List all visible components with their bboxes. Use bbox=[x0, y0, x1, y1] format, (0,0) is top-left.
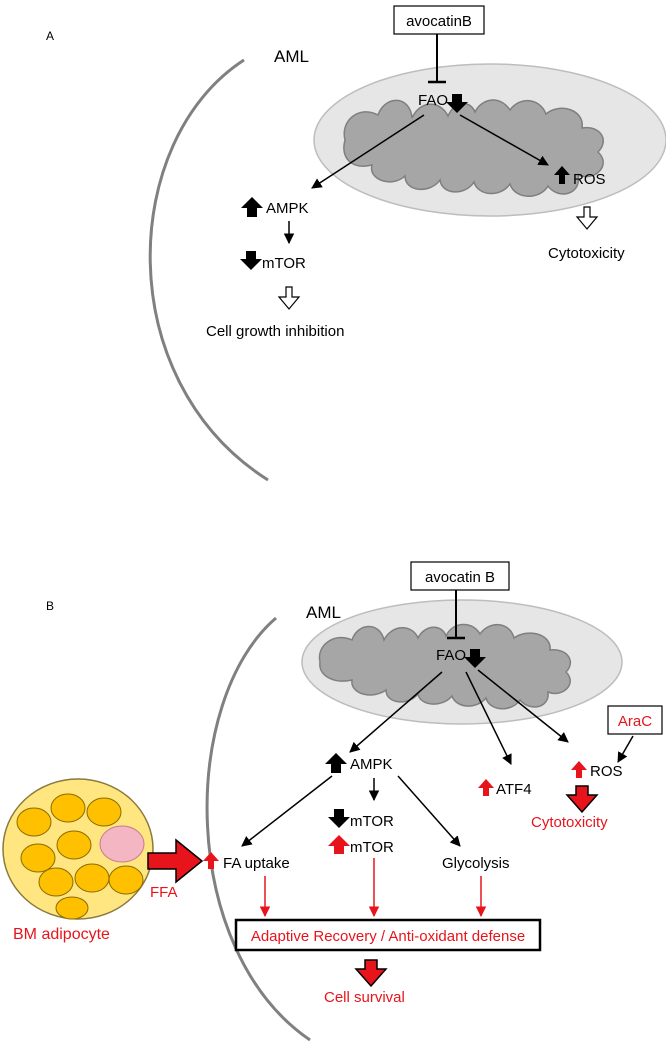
cytotoxicity-label: Cytotoxicity bbox=[531, 814, 608, 831]
mtor-hollow-arrow-icon bbox=[277, 286, 301, 310]
ampk-to-fa-uptake-arrow bbox=[241, 775, 333, 847]
mtor-down-arrow-icon bbox=[328, 809, 350, 828]
ampk-label: AMPK bbox=[266, 200, 309, 217]
fao-to-atf4-arrow bbox=[465, 671, 512, 765]
ffa-label: FFA bbox=[150, 884, 178, 901]
aml-cell-label: AML bbox=[306, 603, 341, 622]
fao-down-arrow-icon bbox=[464, 649, 486, 668]
arac-to-ros-arrow bbox=[617, 735, 634, 763]
atf4-up-arrow-icon bbox=[478, 779, 494, 796]
aml-cell-membrane bbox=[148, 58, 269, 482]
avocatinb-label: avocatinB bbox=[406, 13, 472, 30]
fao-label: FAO bbox=[418, 92, 448, 109]
adaptive-recovery-label: Adaptive Recovery / Anti-oxidant defense bbox=[251, 928, 525, 945]
arac-label: AraC bbox=[618, 713, 652, 730]
cytotoxicity-red-arrow-icon bbox=[565, 785, 599, 814]
panel-b-label: B bbox=[46, 599, 54, 613]
fa-uptake-up-arrow-icon bbox=[203, 852, 219, 869]
cell-survival-label: Cell survival bbox=[324, 989, 405, 1006]
arac-box bbox=[607, 705, 663, 735]
panel-a-label: A bbox=[46, 29, 54, 43]
panel-a: A AML avocatinB FAO ROS Cytotoxicity AMP… bbox=[46, 5, 666, 482]
fao-to-ros-arrow bbox=[459, 114, 549, 166]
avocatinb-box bbox=[410, 561, 510, 591]
adaptive-recovery-box bbox=[234, 918, 542, 952]
fao-label: FAO bbox=[436, 647, 466, 664]
ampk-label: AMPK bbox=[350, 756, 393, 773]
atf4-label: ATF4 bbox=[496, 781, 532, 798]
ros-label: ROS bbox=[573, 171, 606, 188]
growth-inhibition-label: Cell growth inhibition bbox=[206, 323, 344, 340]
mtor-down-label: mTOR bbox=[350, 813, 394, 830]
ros-up-arrow-icon bbox=[554, 166, 570, 184]
mtor-down-arrow-icon bbox=[240, 251, 262, 270]
fao-to-ampk-arrow bbox=[311, 114, 425, 189]
ros-up-arrow-icon bbox=[571, 761, 587, 778]
bm-adipocyte-label: BM adipocyte bbox=[13, 926, 110, 943]
ampk-up-arrow-icon bbox=[241, 197, 263, 217]
panel-b: B AML avocatin B FAO AraC ROS ATF4 Cytot… bbox=[2, 561, 663, 1042]
aml-cell-label: AML bbox=[274, 47, 309, 66]
glycolysis-label: Glycolysis bbox=[442, 855, 510, 872]
mitochondrion bbox=[313, 63, 666, 217]
mtor-up-label: mTOR bbox=[350, 839, 394, 856]
avocatinb-label: avocatin B bbox=[425, 569, 495, 586]
cytotoxicity-label: Cytotoxicity bbox=[548, 245, 625, 262]
ros-hollow-arrow-icon bbox=[575, 206, 599, 230]
fa-uptake-label: FA uptake bbox=[223, 855, 290, 872]
bm-adipocyte bbox=[2, 778, 154, 920]
adipocyte-nucleus bbox=[99, 825, 145, 863]
ffa-big-arrow-icon bbox=[147, 838, 204, 884]
survival-red-arrow-icon bbox=[354, 959, 388, 988]
aml-cell-membrane bbox=[205, 616, 311, 1042]
mtor-label: mTOR bbox=[262, 255, 306, 272]
fao-down-arrow-icon bbox=[446, 94, 468, 113]
fao-to-ros-arrow bbox=[477, 669, 569, 743]
ampk-up-arrow-icon bbox=[325, 753, 347, 773]
ampk-to-glycolysis-arrow bbox=[397, 775, 461, 847]
mitochondrion bbox=[301, 599, 623, 725]
mtor-up-arrow-icon bbox=[328, 835, 350, 854]
ros-label: ROS bbox=[590, 763, 623, 780]
avocatinb-box bbox=[393, 5, 485, 35]
fao-to-ampk-arrow bbox=[349, 671, 443, 753]
